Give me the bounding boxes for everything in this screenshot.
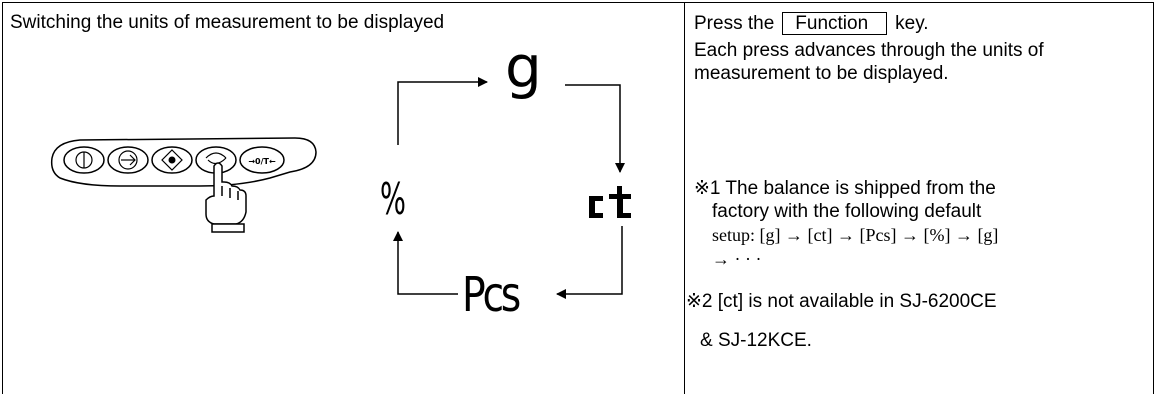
note1-line3: setup: [g] → [ct] → [Pcs] → [%] → [g]: [712, 225, 999, 245]
press-prefix: Press the: [694, 13, 775, 34]
keypad: →0/T←: [50, 137, 317, 187]
zero-tare-key[interactable]: [239, 146, 285, 174]
arrow-g-to-ct: [565, 84, 625, 173]
arrow-right-icon: [118, 150, 138, 170]
unit-cycle-diagram: →0/T← g % Pcs: [50, 33, 631, 323]
power-icon: [75, 151, 93, 169]
note1-line2: factory with the following default: [712, 201, 982, 222]
cycle-arrows: [393, 77, 625, 299]
arrow-ct-to-pcs: [556, 226, 623, 299]
note2-line1: ※2 [ct] is not available in SJ-6200CE: [686, 291, 997, 312]
note2-line2: & SJ-12KCE.: [700, 330, 812, 351]
unit-pcs-label: Pcs: [462, 267, 520, 323]
function-key-label: Function: [782, 12, 888, 35]
unit-g-label: g: [505, 33, 542, 101]
press-suffix: key.: [895, 13, 929, 34]
press-instruction: Press the Function key.: [694, 12, 1144, 35]
note1-line1: ※1 The balance is shipped from the: [694, 178, 996, 199]
pointing-hand-icon: [205, 162, 247, 233]
arrow-pcs-to-percent: [393, 231, 458, 295]
zero-tare-icon: →0/T←: [248, 157, 276, 166]
print-icon: [161, 149, 183, 171]
arrow-percent-to-g: [397, 77, 488, 145]
column-divider: [684, 2, 685, 394]
each-press-text: Each press advances through the units of…: [694, 40, 1044, 84]
note1-line4: → · · ·: [712, 249, 762, 269]
unit-percent-label: %: [380, 173, 406, 225]
instructions: Press the Function key. Each press advance…: [694, 12, 1144, 85]
section-title: Switching the units of measurement to be…: [10, 12, 445, 33]
unit-ct-label: [589, 186, 631, 218]
